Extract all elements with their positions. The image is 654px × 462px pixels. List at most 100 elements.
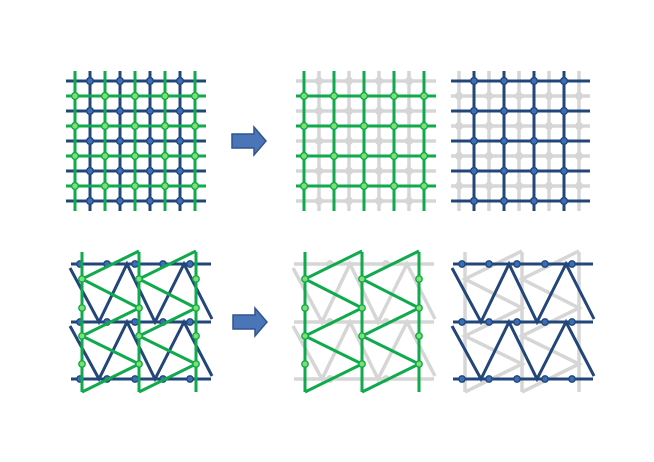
green-node <box>358 275 366 283</box>
green-node <box>389 91 399 101</box>
blue-node <box>541 318 549 326</box>
ghost-node <box>404 76 414 86</box>
green-node <box>419 91 429 101</box>
green-node <box>359 91 369 101</box>
blue-node <box>458 375 466 383</box>
green-node <box>70 151 80 161</box>
blue-node <box>469 106 479 116</box>
ghost-node <box>344 136 354 146</box>
ghost-node <box>404 196 414 206</box>
ghost-node <box>484 151 494 161</box>
green-node <box>415 304 423 312</box>
ghost-node <box>374 136 384 146</box>
blue-node <box>469 76 479 86</box>
ghost-node <box>454 91 464 101</box>
green-node <box>329 151 339 161</box>
green-node <box>78 360 86 368</box>
panel-triangle-blue <box>450 249 596 394</box>
panel-square-combined <box>66 71 206 211</box>
ghost-node <box>514 121 524 131</box>
blue-node <box>529 76 539 86</box>
green-node <box>301 332 309 340</box>
blue-node <box>145 196 155 206</box>
blue-node <box>485 375 493 383</box>
blue-node <box>529 196 539 206</box>
green-node <box>100 151 110 161</box>
blue-node <box>485 260 493 268</box>
blue-node <box>499 76 509 86</box>
panel-triangle-green <box>291 249 437 394</box>
blue-node <box>186 375 194 383</box>
green-node <box>135 304 143 312</box>
blue-node <box>115 136 125 146</box>
green-node <box>192 275 200 283</box>
ghost-node <box>344 196 354 206</box>
ghost-node <box>314 196 324 206</box>
blue-node <box>115 106 125 116</box>
blue-zigzag <box>68 318 214 383</box>
blue-node <box>568 260 576 268</box>
blue-node <box>469 136 479 146</box>
green-node <box>389 181 399 191</box>
ghost-node <box>344 166 354 176</box>
ghost-node <box>574 121 584 131</box>
ghost-node <box>374 106 384 116</box>
green-node <box>329 91 339 101</box>
blue-node <box>559 106 569 116</box>
blue-node <box>458 318 466 326</box>
green-node <box>160 121 170 131</box>
green-node <box>135 275 143 283</box>
blue-node <box>145 76 155 86</box>
blue-zigzag <box>450 260 596 326</box>
green-node <box>299 181 309 191</box>
green-node <box>160 181 170 191</box>
blue-node <box>559 196 569 206</box>
blue-node <box>485 318 493 326</box>
ghost-node <box>314 106 324 116</box>
ghost-node <box>544 121 554 131</box>
ghost-zigzag <box>291 259 437 326</box>
blue-node <box>145 136 155 146</box>
blue-node <box>499 106 509 116</box>
green-node <box>415 332 423 340</box>
blue-node <box>85 196 95 206</box>
green-node <box>299 91 309 101</box>
ghost-node <box>484 181 494 191</box>
green-node <box>415 360 423 368</box>
green-node <box>358 332 366 340</box>
blue-node <box>131 318 139 326</box>
green-zigzag <box>301 249 366 394</box>
blue-node <box>85 166 95 176</box>
blue-node <box>85 106 95 116</box>
green-node <box>130 181 140 191</box>
ghost-node <box>544 181 554 191</box>
right-arrow-icon <box>231 124 267 158</box>
blue-node <box>186 260 194 268</box>
green-node <box>192 360 200 368</box>
blue-zigzag <box>450 318 596 383</box>
green-node <box>70 181 80 191</box>
blue-node <box>529 166 539 176</box>
ghost-node <box>314 136 324 146</box>
ghost-node <box>404 106 414 116</box>
blue-node <box>175 196 185 206</box>
ghost-node <box>514 181 524 191</box>
green-node <box>192 304 200 312</box>
ghost-node <box>454 181 464 191</box>
blue-node <box>529 106 539 116</box>
green-node <box>359 121 369 131</box>
blue-node <box>513 260 521 268</box>
green-node <box>299 151 309 161</box>
ghost-node <box>374 76 384 86</box>
blue-node <box>568 318 576 326</box>
blue-node <box>458 260 466 268</box>
green-node <box>419 121 429 131</box>
green-node <box>135 360 143 368</box>
blue-node <box>559 166 569 176</box>
blue-node <box>541 375 549 383</box>
blue-node <box>115 196 125 206</box>
ghost-node <box>454 151 464 161</box>
green-node <box>419 151 429 161</box>
